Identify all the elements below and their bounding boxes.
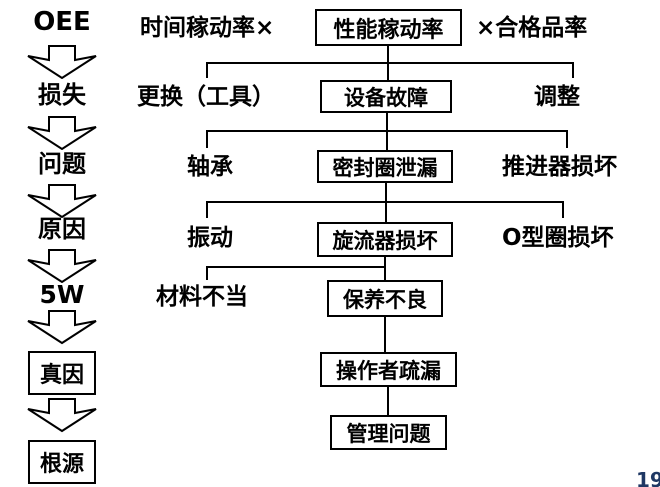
adjustment-label: 调整 — [534, 84, 580, 110]
management-problem-box: 管理问题 — [330, 415, 447, 450]
down-arrow-icon — [27, 249, 97, 283]
cyclone-damage-box: 旋流器损坏 — [317, 222, 453, 257]
down-arrow-icon — [27, 45, 97, 79]
down-arrow-icon — [27, 398, 97, 433]
left-step-oee: OEE — [33, 7, 91, 37]
down-arrow-icon — [27, 184, 97, 218]
tool-change-label: 更换（工具） — [137, 84, 275, 110]
poor-maintenance-box: 保养不良 — [327, 280, 443, 317]
left-step-problem: 问题 — [38, 150, 86, 178]
vibration-label: 振动 — [187, 225, 233, 251]
propeller-damage-label: 推进器损坏 — [502, 154, 617, 180]
o-ring-damage-label: O型圈损坏 — [502, 225, 614, 251]
performance-rate-box: 性能稼动率 — [315, 9, 462, 46]
bearing-label: 轴承 — [187, 154, 233, 180]
left-step-cause: 原因 — [38, 215, 86, 243]
down-arrow-icon — [27, 116, 97, 150]
left-step-5w: 5W — [39, 280, 85, 309]
availability-rate-label: 时间稼动率× — [140, 15, 275, 41]
left-step-root-source-box: 根源 — [27, 440, 97, 484]
quality-rate-label: ×合格品率 — [476, 15, 588, 41]
improper-material-label: 材料不当 — [156, 284, 248, 310]
seal-ring-leak-box: 密封圈泄漏 — [317, 150, 453, 183]
equipment-failure-box: 设备故障 — [320, 80, 452, 113]
page-number: 19 — [636, 468, 660, 487]
down-arrow-icon — [27, 310, 97, 345]
left-step-loss: 损失 — [38, 81, 86, 109]
left-step-true-cause-box: 真因 — [27, 351, 97, 395]
operator-negligence-box: 操作者疏漏 — [320, 352, 457, 387]
